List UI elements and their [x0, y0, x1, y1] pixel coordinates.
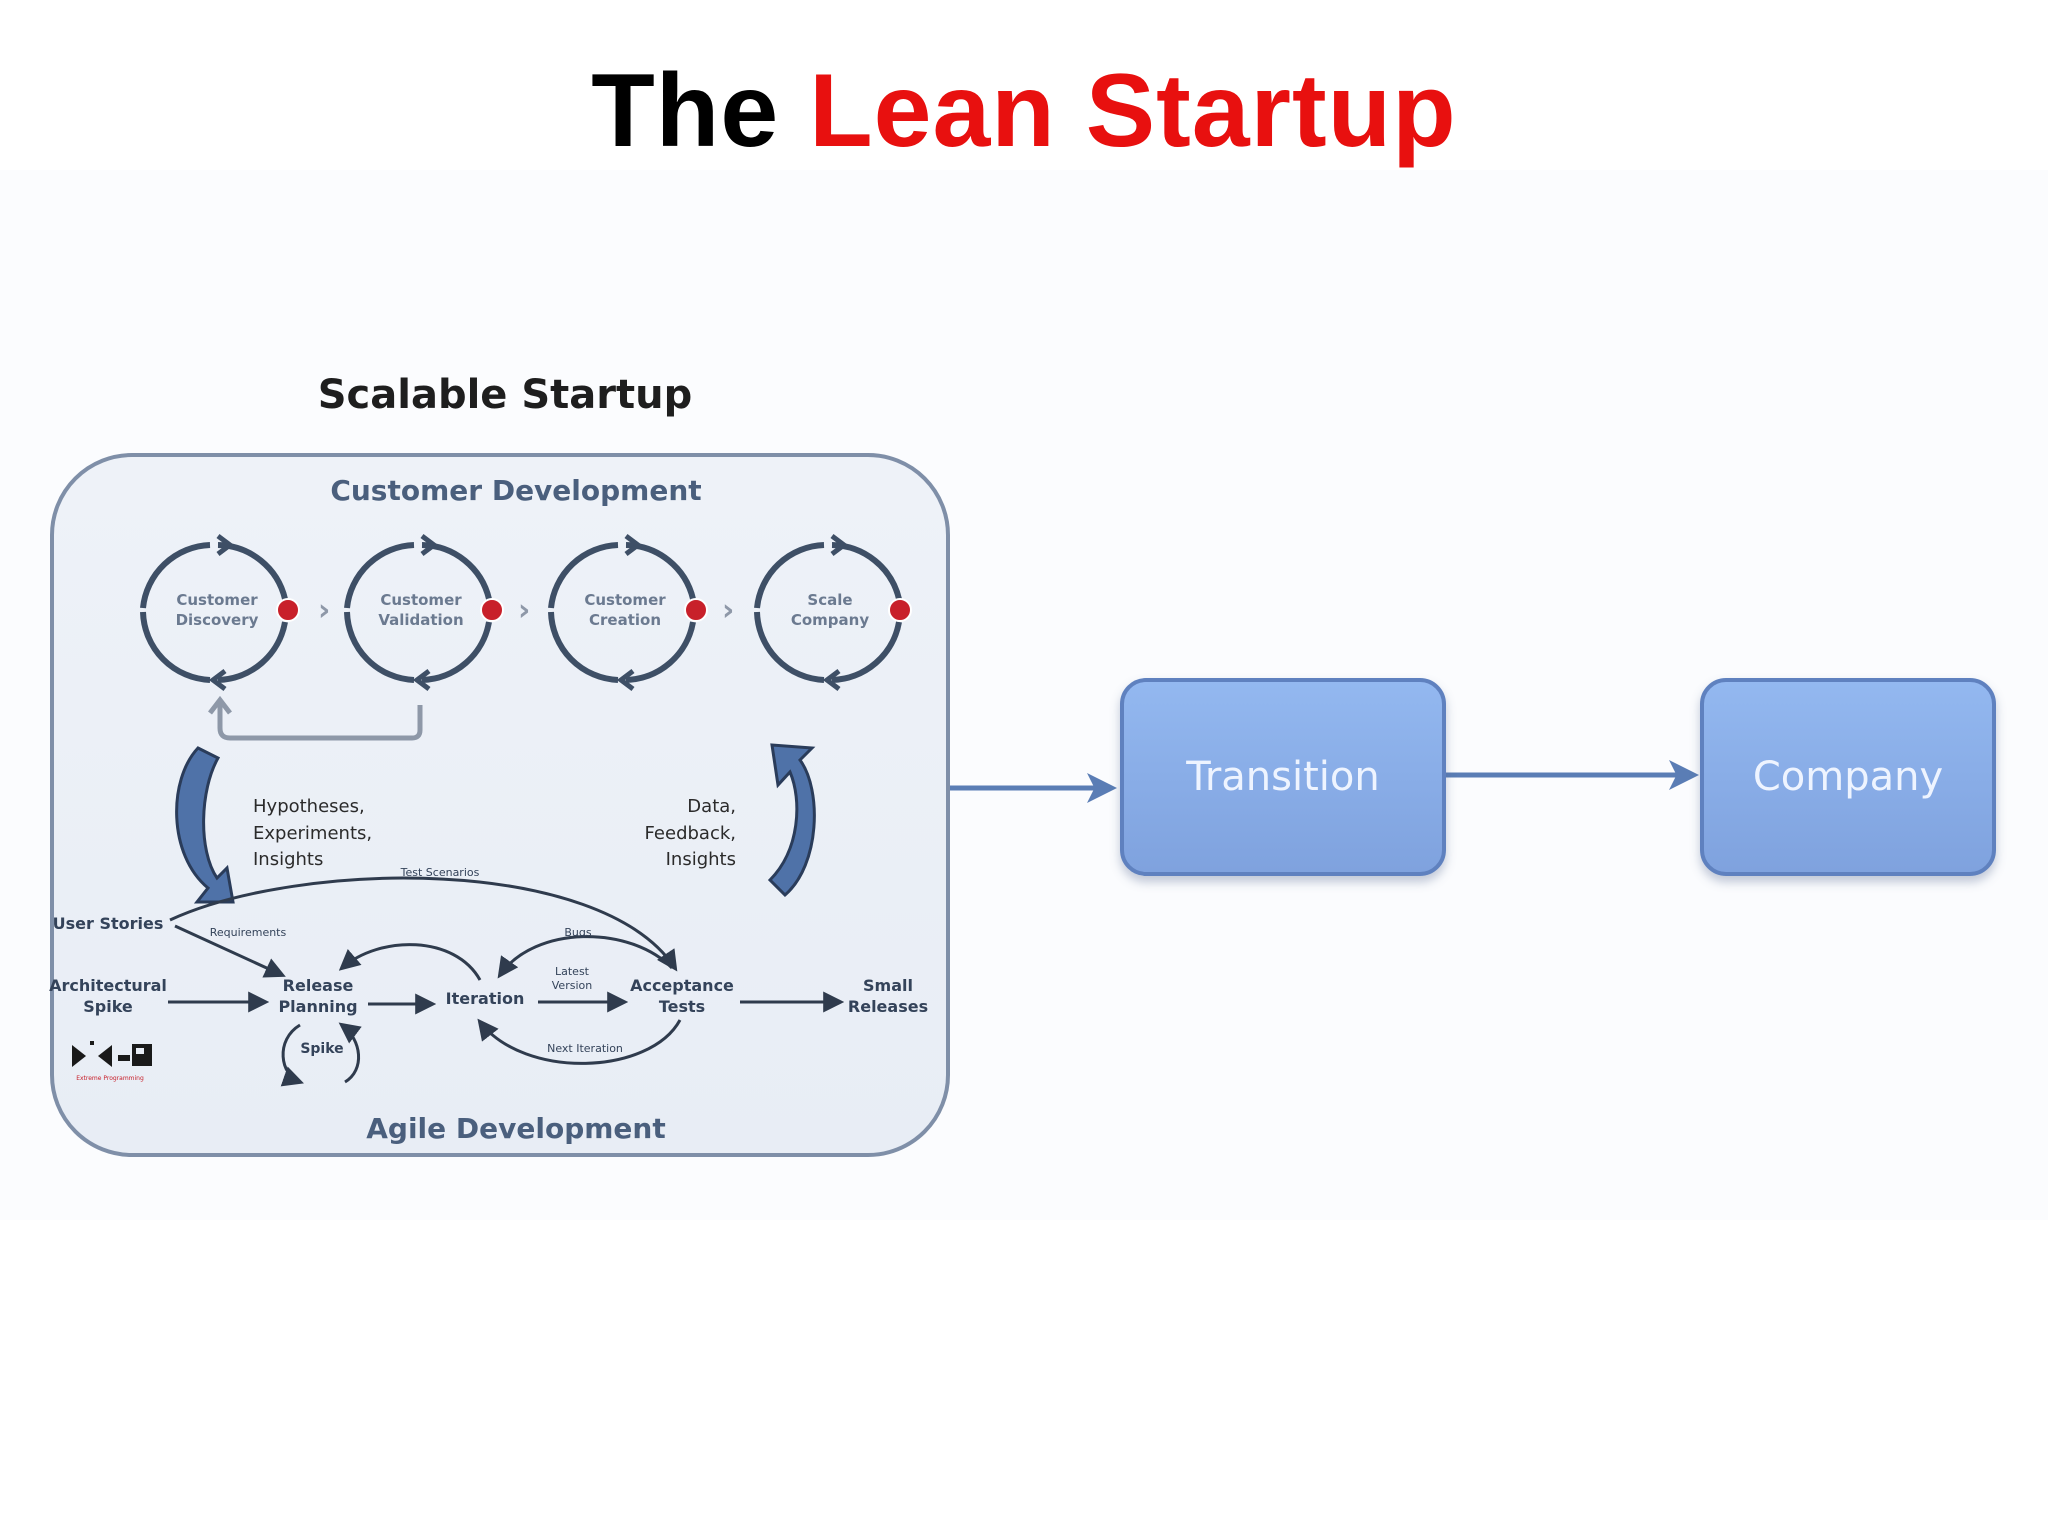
small-releases-line1: Small — [863, 976, 913, 995]
architectural-node-line2: Spike — [83, 997, 133, 1016]
release-planning-line2: Planning — [278, 997, 357, 1016]
requirements-arrow — [174, 924, 286, 978]
xp-logo-caption: Extreme Programming — [76, 1075, 144, 1082]
feedback-text: Feedback, — [645, 823, 736, 844]
curved-up-arrow — [767, 743, 816, 898]
cycle-4-line1: Scale — [807, 591, 852, 609]
acceptance-tests-line2: Tests — [659, 997, 705, 1016]
next-iteration-arrow — [477, 1018, 682, 1065]
transition-label: Transition — [1186, 754, 1380, 800]
title-part-the: The — [591, 53, 780, 169]
bugs-arrow — [497, 935, 674, 979]
test-scenarios-label: Test Scenarios — [400, 866, 480, 879]
insights-left-text: Insights — [253, 849, 323, 870]
next-iteration-label: Next Iteration — [547, 1042, 623, 1055]
agile-xp-flow: User Stories Architectural Spike Release… — [49, 866, 928, 1087]
iteration-node: Iteration — [446, 989, 525, 1008]
spike-loop-label: Spike — [300, 1041, 343, 1057]
acceptance-tests-line1: Acceptance — [630, 976, 734, 995]
bugs-label: Bugs — [564, 926, 592, 939]
customer-development-cycles: Customer Discovery › Customer Validation… — [140, 534, 912, 691]
requirements-label: Requirements — [210, 926, 287, 939]
iteration-to-release-arrow — [338, 943, 482, 981]
customer-development-label: Customer Development — [330, 474, 701, 507]
company-label: Company — [1752, 754, 1944, 800]
transition-box: Transition — [1120, 678, 1446, 876]
data-text: Data, — [687, 796, 736, 817]
title-part-lean-startup: Lean Startup — [809, 53, 1457, 169]
cycle-4-line2: Company — [791, 611, 869, 629]
scalable-startup-heading: Scalable Startup — [318, 372, 693, 418]
company-box: Company — [1700, 678, 1996, 876]
cycle-2-line1: Customer — [380, 591, 462, 609]
cycle-3-line2: Creation — [589, 611, 661, 629]
cycle-customer-discovery: Customer Discovery — [140, 534, 300, 691]
latest-label: Latest — [555, 965, 590, 978]
version-label: Version — [552, 979, 592, 992]
insights-right-text: Insights — [666, 849, 736, 870]
chevron-right-icon: › — [722, 593, 734, 628]
hypotheses-text: Hypotheses, — [253, 796, 365, 817]
architectural-node-line1: Architectural — [49, 976, 167, 995]
cycle-2-line2: Validation — [378, 611, 463, 629]
pivot-loop-arrow — [217, 703, 423, 741]
chevron-right-icon: › — [518, 593, 530, 628]
cycle-customer-creation: Customer Creation — [548, 534, 708, 691]
xp-logo-icon: Extreme Programming — [72, 1041, 152, 1082]
cycle-scale-company: Scale Company — [754, 534, 912, 691]
cycle-1-line2: Discovery — [176, 611, 259, 629]
slide-title: The Lean Startup — [0, 52, 2048, 171]
cycle-1-line1: Customer — [176, 591, 258, 609]
user-stories-node: User Stories — [53, 914, 164, 933]
chevron-right-icon: › — [318, 593, 330, 628]
experiments-text: Experiments, — [253, 823, 372, 844]
release-planning-line1: Release — [283, 976, 354, 995]
scalable-startup-panel — [50, 453, 950, 1157]
cycle-customer-validation: Customer Validation — [344, 534, 504, 691]
agile-development-label: Agile Development — [366, 1112, 665, 1145]
cycle-3-line1: Customer — [584, 591, 666, 609]
test-scenarios-arrow — [169, 876, 678, 972]
small-releases-line2: Releases — [848, 997, 928, 1016]
